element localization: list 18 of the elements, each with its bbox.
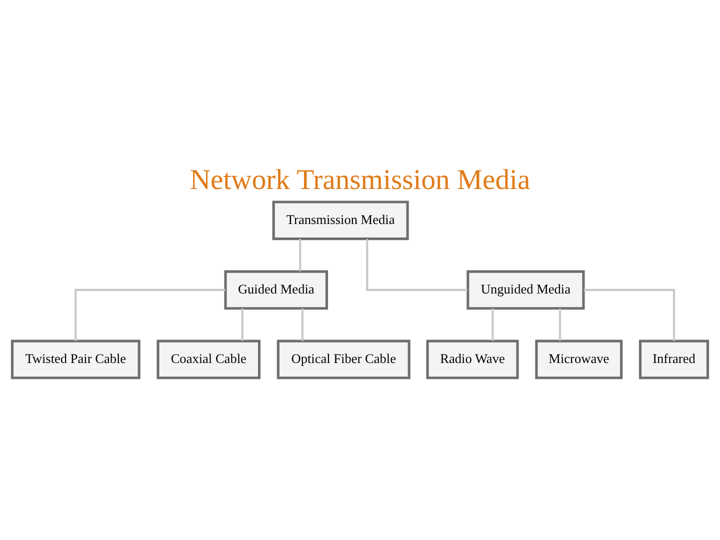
node-box: Unguided Media [466,270,585,310]
node-box: Optical Fiber Cable [276,340,410,380]
node-box: Coaxial Cable [156,340,261,380]
node-box: Radio Wave [426,340,519,380]
connector [241,308,244,341]
node-box: Infrared [638,340,710,380]
node-box: Microwave [535,340,623,380]
connector [299,239,302,272]
connector [301,308,304,341]
connector [584,288,676,341]
connector [492,308,494,341]
diagram-title: Network Transmission Media [190,164,530,196]
node-box: Transmission Media [272,200,409,240]
connector [74,288,226,341]
node-box: Guided Media [224,270,328,310]
connector [366,239,468,291]
connector [558,308,561,341]
node-box: Twisted Pair Cable [10,340,140,380]
